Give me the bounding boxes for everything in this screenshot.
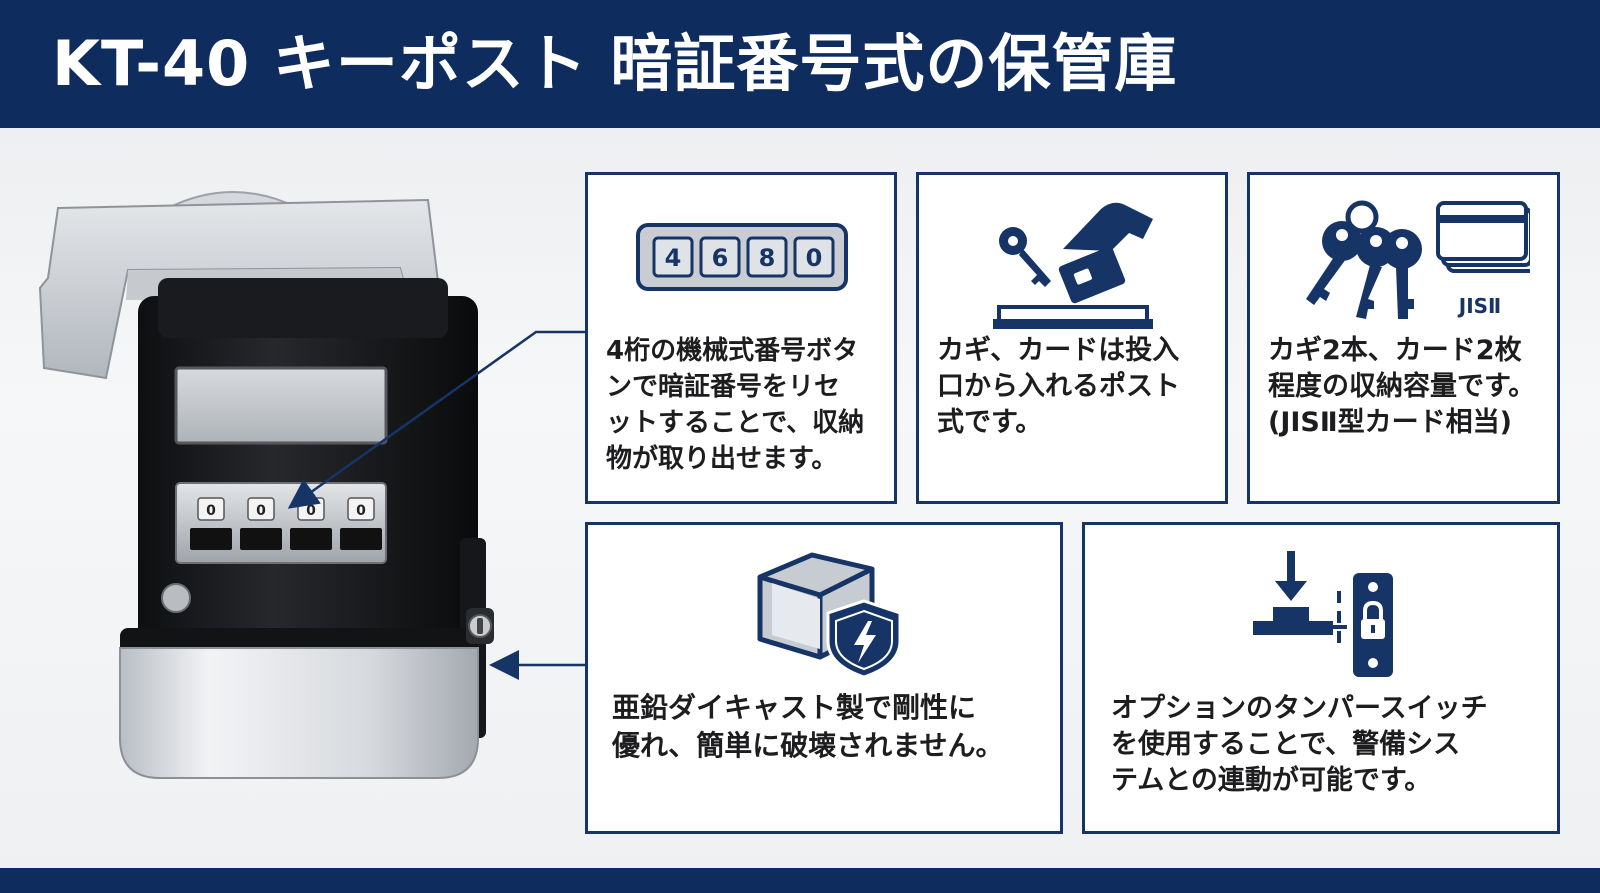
product-dial-digit: 0	[256, 503, 266, 519]
footer-bar	[0, 868, 1600, 893]
text-line: (JISⅡ型カード相当)	[1268, 407, 1513, 438]
hand-insert-card-icon	[993, 202, 1153, 329]
text-line: カギ2本、カード2枚	[1268, 335, 1522, 366]
text-line: 亜鉛ダイキャスト製で剛性に	[612, 691, 977, 724]
feature-card-tamper: オプションのタンパースイッチ を使用することで、警備シス テムとの連動が可能です…	[1082, 522, 1560, 834]
feature-text-tamper: オプションのタンパースイッチ を使用することで、警備シス テムとの連動が可能です…	[1111, 691, 1488, 799]
dial-digit: 4	[665, 244, 682, 272]
feature-card-post: カギ、カードは投入 口から入れるポスト 式です。	[916, 172, 1228, 504]
text-line: 式です。	[937, 407, 1043, 438]
feature-card-capacity: JISⅡ カギ2本、カード2枚 程度の収納容量です。 (JISⅡ型カード相当)	[1247, 172, 1560, 504]
text-line: 物が取り出せます。	[606, 444, 838, 474]
text-line: を使用することで、警備シス	[1111, 729, 1461, 760]
keypost-product-image: 0 0 0 0	[38, 191, 494, 779]
tamper-switch-icon	[1253, 551, 1393, 677]
feature-card-dial: 4 6 8 0 4桁の機械式番号ボタ ンで暗証番号をリセ ットすることで、収納 …	[585, 172, 897, 504]
feature-text-durability: 亜鉛ダイキャスト製で剛性に 優れ、簡単に破壊されません。	[612, 689, 1003, 765]
page-title: KT-40 キーポスト 暗証番号式の保管庫	[52, 27, 1178, 100]
text-line: テムとの連動が可能です。	[1111, 765, 1432, 796]
feature-text-post: カギ、カードは投入 口から入れるポスト 式です。	[937, 333, 1180, 441]
text-line: 程度の収納容量です。	[1268, 371, 1536, 402]
keys-and-cards-icon: JISⅡ	[1306, 200, 1530, 319]
text-line: 口から入れるポスト	[937, 371, 1180, 402]
feature-text-capacity: カギ2本、カード2枚 程度の収納容量です。 (JISⅡ型カード相当)	[1268, 333, 1535, 441]
product-dial-digit: 0	[356, 503, 366, 519]
dial-digit: 0	[806, 244, 823, 272]
combination-dial-icon: 4 6 8 0	[636, 223, 848, 291]
text-line: 4桁の機械式番号ボタ	[606, 336, 859, 366]
zinc-block-shield-icon	[757, 552, 902, 677]
text-line: 優れ、簡単に破壊されません。	[612, 729, 1004, 762]
feature-card-durability: 亜鉛ダイキャスト製で剛性に 優れ、簡単に破壊されません。	[585, 522, 1063, 834]
dial-digit: 6	[712, 244, 729, 272]
product-dial-digit: 0	[206, 503, 216, 519]
text-line: カギ、カードは投入	[937, 335, 1180, 366]
jis-card-label: JISⅡ	[1457, 294, 1501, 318]
text-line: オプションのタンパースイッチ	[1111, 693, 1488, 724]
dial-digit: 8	[759, 244, 776, 272]
text-line: ットすることで、収納	[606, 408, 865, 438]
product-dial-digit: 0	[306, 503, 316, 519]
feature-text-dial: 4桁の機械式番号ボタ ンで暗証番号をリセ ットすることで、収納 物が取り出せます…	[606, 333, 864, 477]
text-line: ンで暗証番号をリセ	[606, 372, 841, 402]
header-banner: KT-40 キーポスト 暗証番号式の保管庫	[0, 0, 1600, 128]
